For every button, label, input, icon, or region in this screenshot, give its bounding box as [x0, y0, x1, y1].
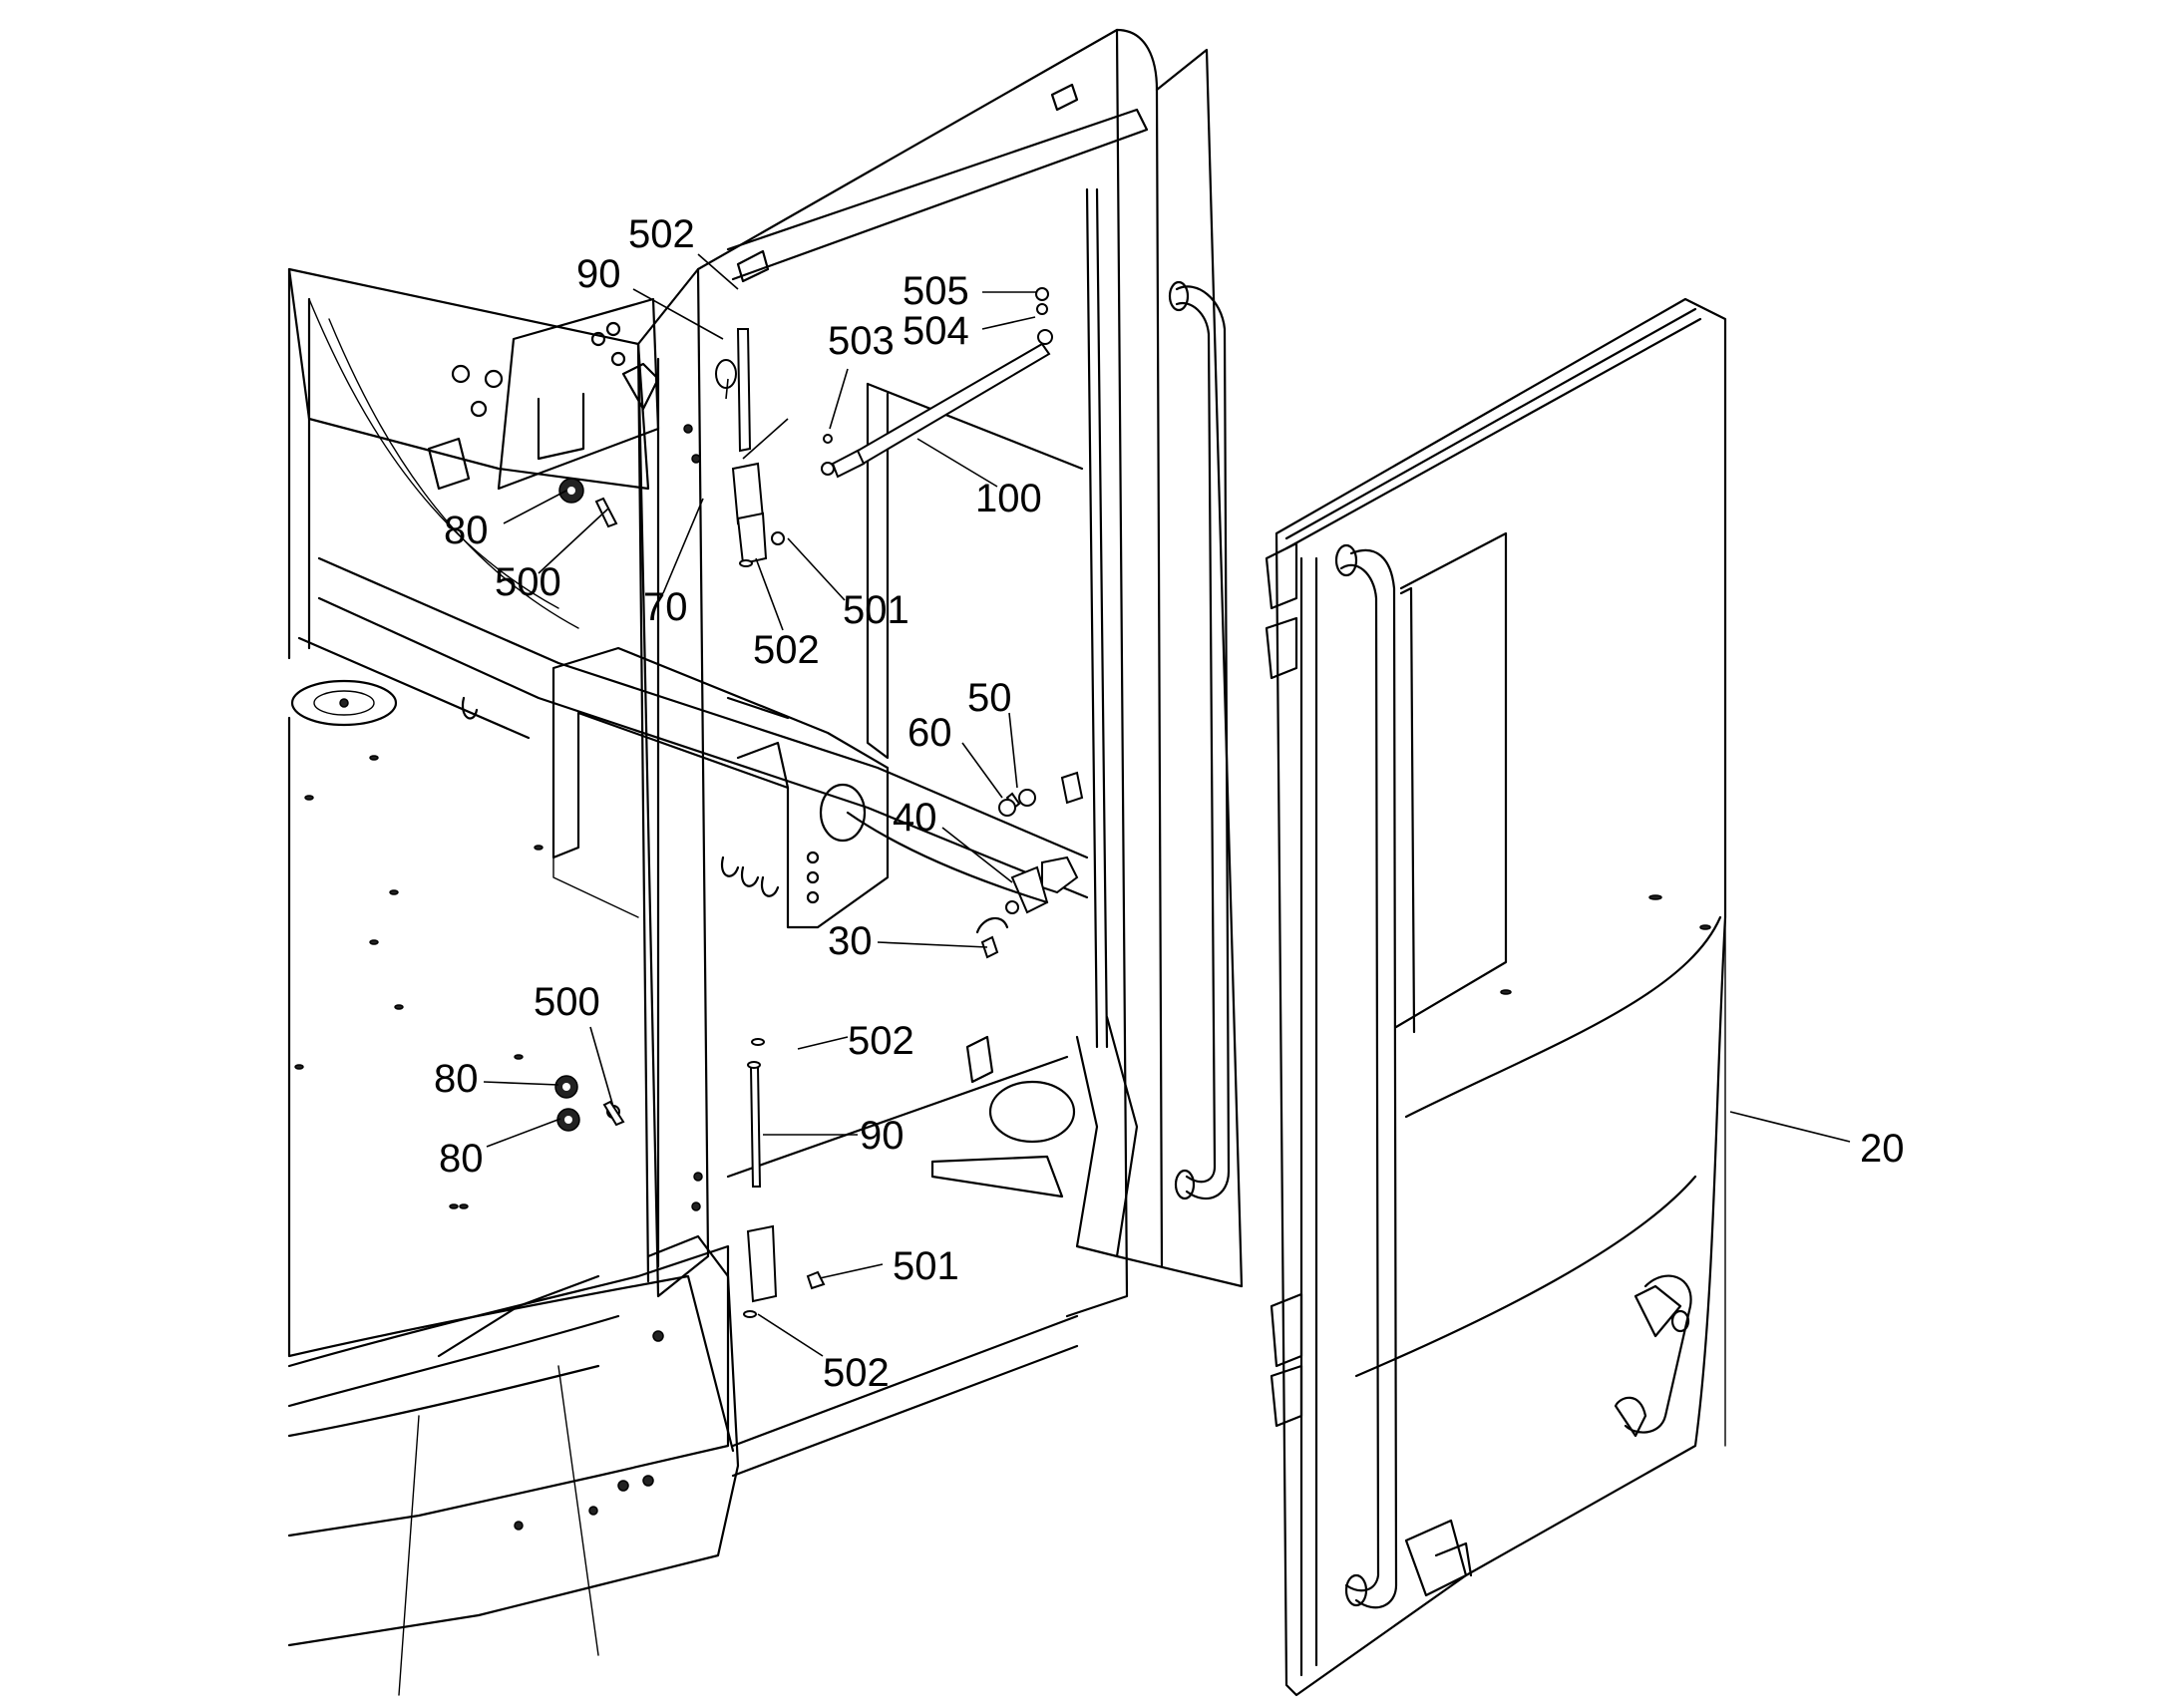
callout-502-top: 502 — [628, 212, 695, 256]
callout-40: 40 — [893, 796, 937, 840]
leader-lines — [483, 253, 1851, 1357]
upper-hinge — [715, 328, 789, 567]
callout-500-upper: 500 — [495, 560, 561, 604]
callout-502-bottom: 502 — [823, 1351, 890, 1395]
callout-80-lower-b: 80 — [439, 1137, 484, 1181]
door-pillar — [636, 267, 710, 1298]
callout-30: 30 — [828, 919, 873, 963]
callout-90-top: 90 — [576, 252, 621, 296]
callout-80-lower-a: 80 — [434, 1057, 479, 1101]
door-frame — [461, 28, 1244, 1318]
callout-501-lower: 501 — [893, 1244, 959, 1288]
frame-grab-handle — [1168, 280, 1231, 1200]
callout-502-lower: 502 — [848, 1019, 914, 1063]
callout-100: 100 — [975, 477, 1042, 520]
callout-505: 505 — [903, 269, 969, 313]
callout-60: 60 — [908, 711, 952, 755]
callout-503: 503 — [828, 319, 895, 363]
callout-20: 20 — [1860, 1127, 1905, 1171]
callout-504: 504 — [903, 309, 969, 353]
fasteners — [554, 478, 1084, 1132]
gas-strut — [821, 287, 1053, 479]
cab-door — [1265, 297, 1727, 1697]
callout-labels: 502 90 505 504 503 100 80 500 70 501 502… — [434, 212, 1905, 1395]
floor-fasteners — [294, 755, 544, 1209]
callout-500-lower: 500 — [534, 980, 600, 1024]
callout-70: 70 — [643, 585, 688, 629]
callout-50: 50 — [967, 676, 1012, 720]
callout-80-upper: 80 — [444, 509, 489, 552]
door-check — [846, 811, 1079, 959]
callout-90-lower: 90 — [860, 1114, 905, 1158]
callout-501-upper: 501 — [843, 588, 909, 632]
cab-body — [287, 267, 1089, 1696]
callout-502-mid: 502 — [753, 628, 820, 672]
